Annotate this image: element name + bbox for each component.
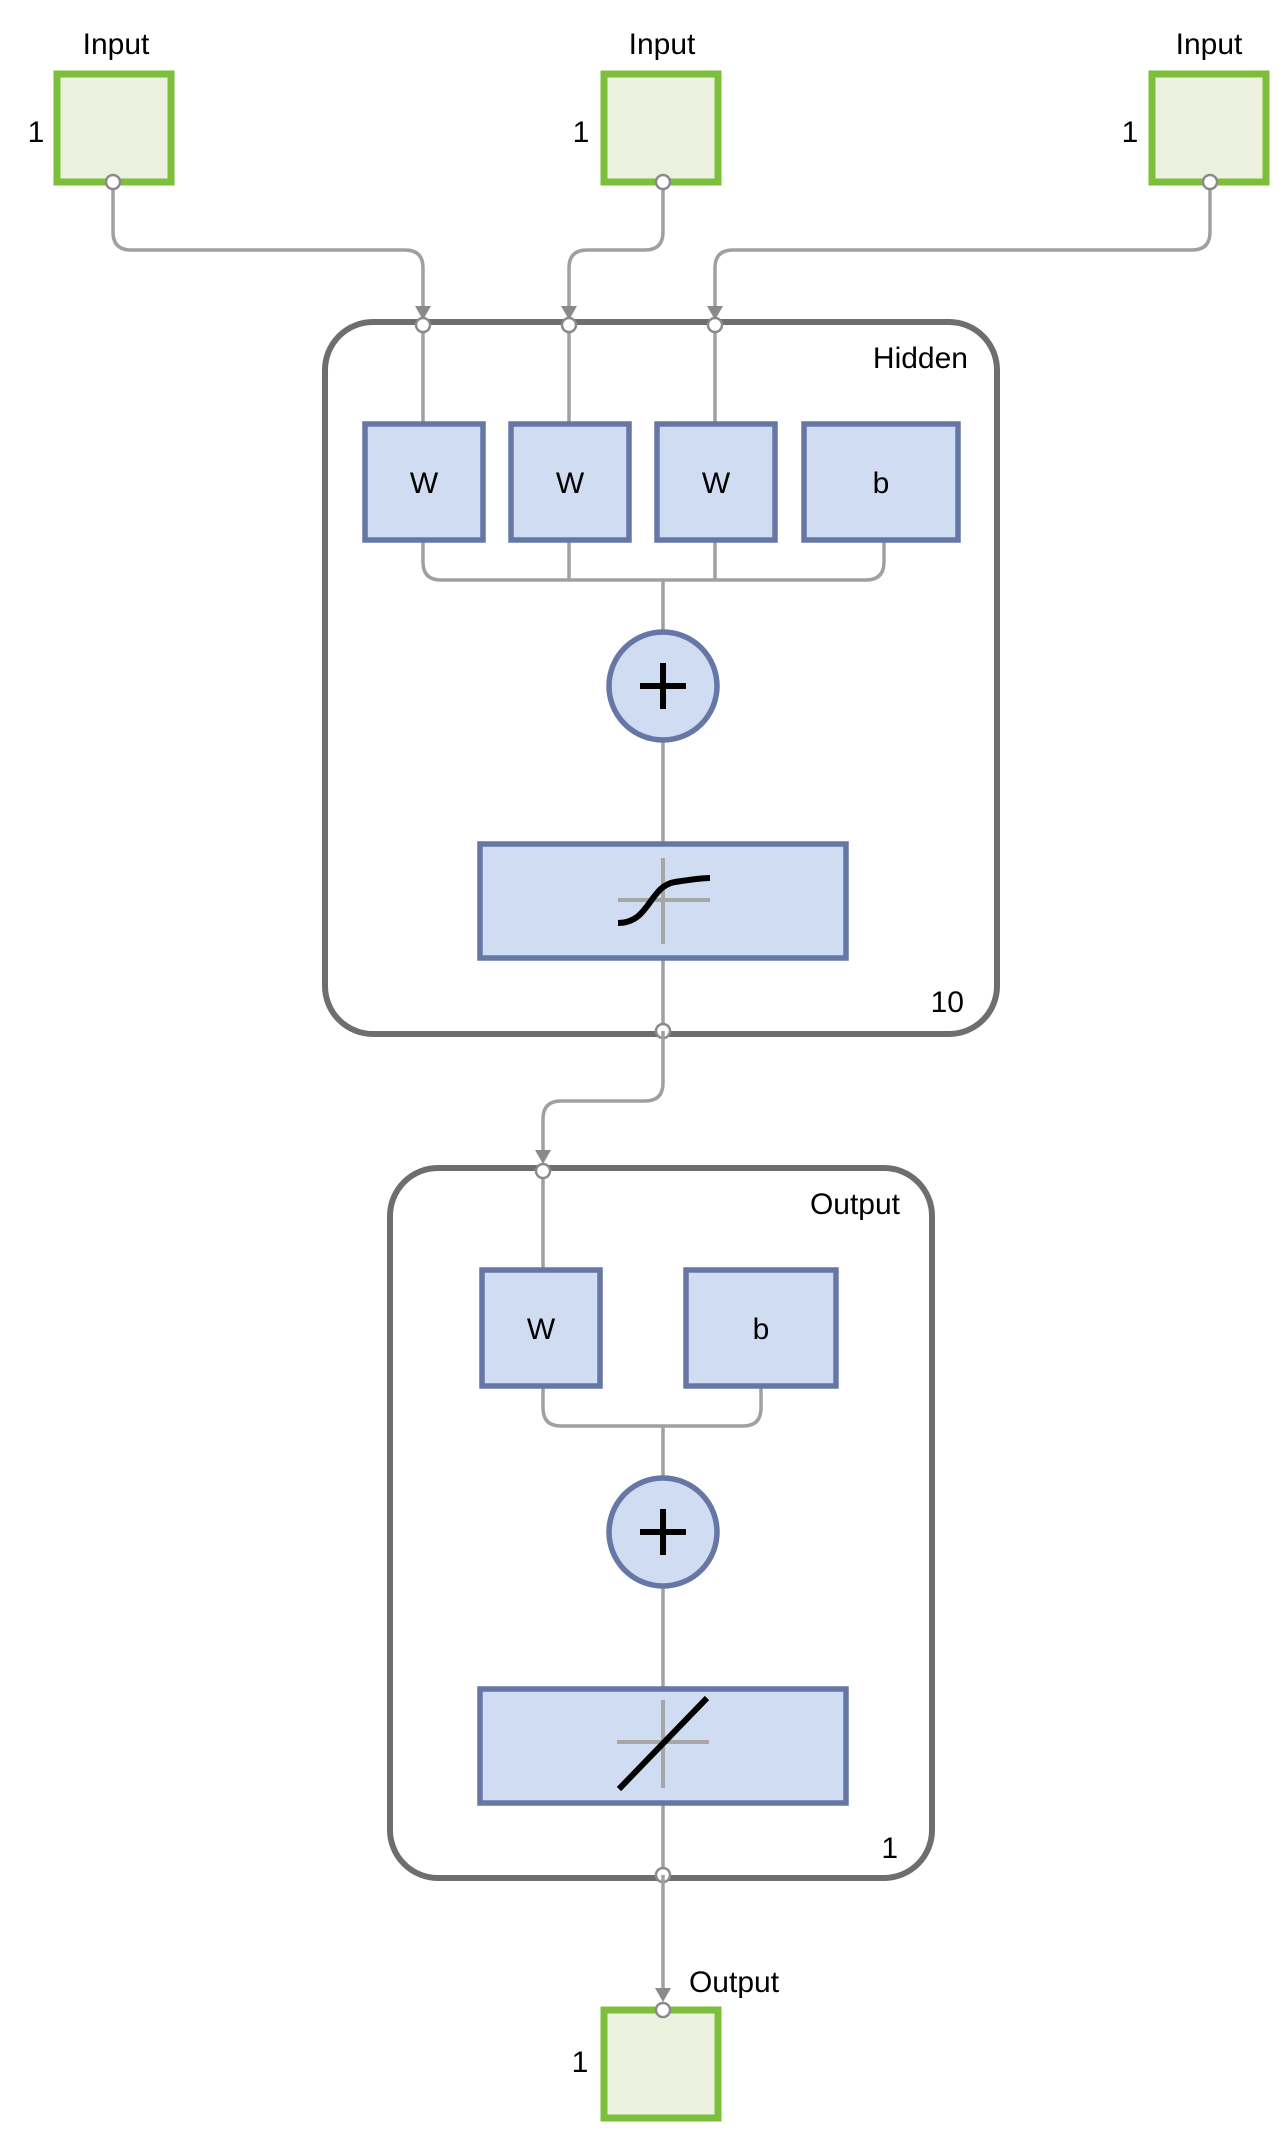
input-label-3: Input <box>1176 28 1243 61</box>
input-node-2 <box>654 173 672 191</box>
input-box-2[interactable] <box>600 70 722 186</box>
plus-icon <box>640 663 686 709</box>
linear-icon <box>616 1695 710 1792</box>
wire-input2-hidden <box>567 182 665 306</box>
output-layer-input-node <box>534 1162 552 1180</box>
input-node-1 <box>104 173 122 191</box>
plus-icon <box>640 1509 686 1555</box>
input-label-2: Input <box>629 28 696 61</box>
output-weight-block[interactable] <box>479 1267 603 1389</box>
output-layer-size: 1 <box>881 1832 898 1865</box>
output-bias-label: b <box>753 1313 770 1346</box>
hidden-input-node-2 <box>560 316 578 334</box>
input-box-3[interactable] <box>1148 70 1270 186</box>
output-label: Output <box>689 1966 780 1999</box>
arrow-into-hidden-1 <box>415 306 431 320</box>
hidden-layer-name: Hidden <box>873 342 968 375</box>
wire-input1-hidden <box>111 182 425 306</box>
hidden-layer-size: 10 <box>931 986 964 1019</box>
input-size-3: 1 <box>1122 116 1139 149</box>
input-size-2: 1 <box>573 116 590 149</box>
input-size-1: 1 <box>28 116 45 149</box>
arrow-into-output-box <box>655 1988 671 2002</box>
output-size: 1 <box>572 2046 589 2079</box>
output-box[interactable] <box>600 2006 722 2122</box>
hidden-bias-label: b <box>873 467 890 500</box>
arrow-into-hidden-3 <box>707 306 723 320</box>
output-weight-label: W <box>527 1313 556 1346</box>
hidden-weight-block-2[interactable] <box>508 421 632 543</box>
hidden-input-node-3 <box>706 316 724 334</box>
arrow-into-hidden-2 <box>561 306 577 320</box>
hidden-input-node-1 <box>414 316 432 334</box>
wire-input3-hidden <box>713 182 1212 306</box>
output-box-node <box>654 2001 672 2019</box>
input-label-1: Input <box>83 28 150 61</box>
input-node-3 <box>1201 173 1219 191</box>
hidden-weight-label-3: W <box>702 467 731 500</box>
hidden-bias-block[interactable] <box>801 421 961 543</box>
wire-hidden-blocks-to-sum <box>421 540 886 630</box>
wire-hidden-to-output <box>541 1031 665 1150</box>
sigmoid-icon <box>617 858 711 944</box>
arrow-into-output-layer <box>535 1150 551 1164</box>
hidden-weight-label-2: W <box>556 467 585 500</box>
hidden-weight-label-1: W <box>410 467 439 500</box>
output-layer-name: Output <box>810 1188 901 1221</box>
output-bias-block[interactable] <box>683 1267 839 1389</box>
input-box-1[interactable] <box>53 70 175 186</box>
hidden-weight-block-3[interactable] <box>654 421 778 543</box>
wire-output-blocks-to-sum <box>541 1386 763 1476</box>
hidden-weight-block-1[interactable] <box>362 421 486 543</box>
